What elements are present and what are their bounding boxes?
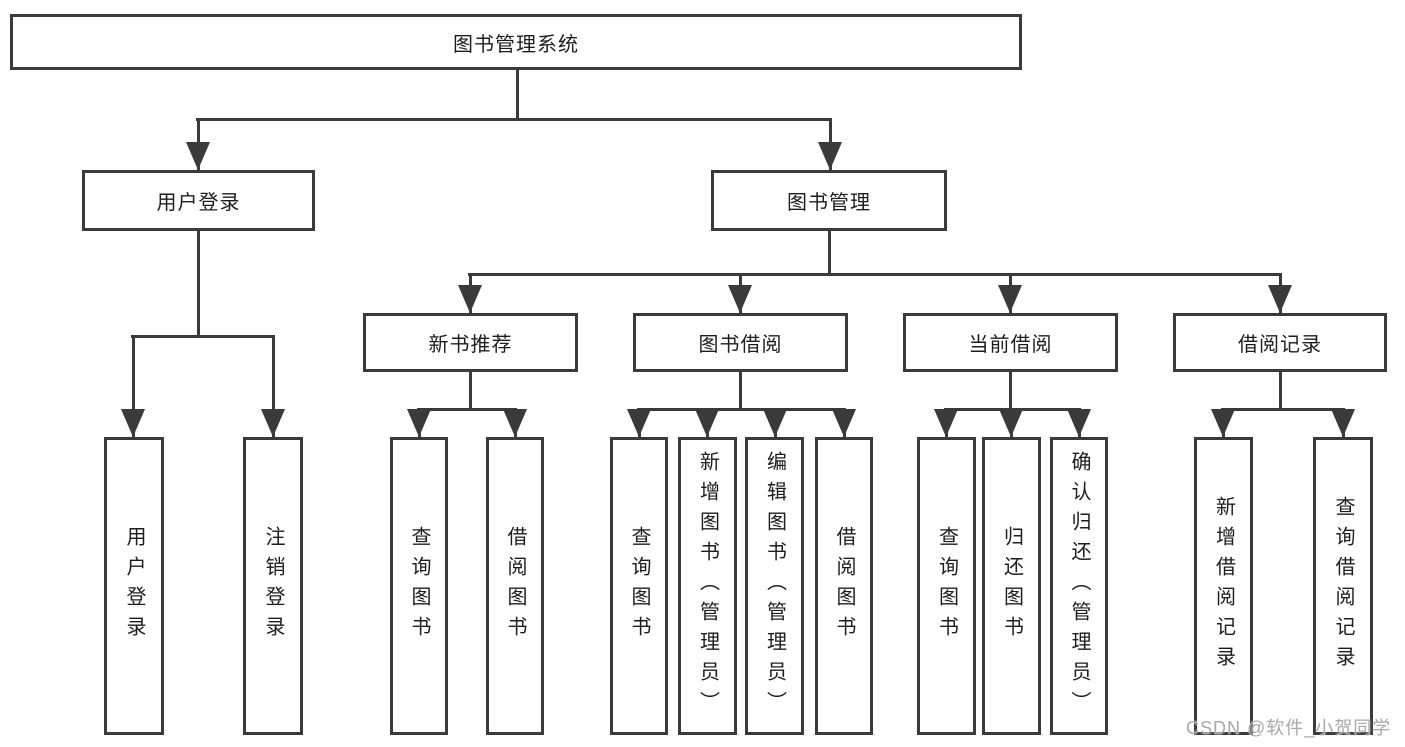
node-current-borrowing: 当前借阅 — [903, 313, 1118, 372]
arrowhead-down-icon — [728, 285, 752, 313]
leaf-current-confirm-return-admin: 确认归还（管理员） — [1050, 437, 1108, 735]
node-borrowing-records: 借阅记录 — [1173, 313, 1387, 372]
leaf-current-confirm-return-admin-label: 确认归还（管理员） — [1068, 451, 1090, 721]
connector-vline — [827, 231, 831, 276]
connector-vline — [1008, 372, 1012, 411]
connector-vline — [468, 372, 472, 411]
leaf-borrowing-edit-books-admin: 编辑图书（管理员） — [745, 437, 804, 735]
leaf-newbook-query-books-label: 查询图书 — [408, 526, 430, 646]
leaf-borrowing-add-books-admin: 新增图书（管理员） — [678, 437, 737, 735]
connector-vline — [515, 70, 519, 121]
leaf-current-query-books-label: 查询图书 — [935, 526, 958, 646]
node-new-book-recommend: 新书推荐 — [363, 313, 578, 372]
leaf-logout-login-label: 注销登录 — [262, 526, 284, 646]
leaf-newbook-borrow-books: 借阅图书 — [486, 437, 544, 735]
arrowhead-down-icon — [818, 142, 842, 170]
arrowhead-down-icon — [1211, 409, 1235, 437]
leaf-current-return-books: 归还图书 — [982, 437, 1041, 735]
connector-hline — [468, 273, 1282, 276]
arrowhead-down-icon — [407, 409, 431, 437]
arrowhead-down-icon — [121, 409, 145, 437]
watermark-text: CSDN @软件_小贺同学 — [1186, 718, 1392, 738]
leaf-current-query-books: 查询图书 — [917, 437, 976, 735]
leaf-current-return-books-label: 归还图书 — [1000, 526, 1023, 646]
connector-hline — [637, 408, 846, 411]
connector-hline — [417, 408, 517, 411]
arrowhead-down-icon — [627, 409, 651, 437]
arrowhead-down-icon — [1067, 409, 1091, 437]
arrowhead-down-icon — [1268, 285, 1292, 313]
node-library-management-system: 图书管理系统 — [10, 14, 1022, 70]
leaf-borrowing-add-books-admin-label: 新增图书（管理员） — [696, 451, 719, 721]
leaf-borrowing-query-books-label: 查询图书 — [628, 526, 650, 646]
node-book-borrowing: 图书借阅 — [633, 313, 848, 372]
arrowhead-down-icon — [503, 409, 527, 437]
connector-drop-line — [271, 335, 275, 437]
connector-vline — [196, 231, 200, 338]
arrowhead-down-icon — [186, 142, 210, 170]
connector-vline — [738, 372, 742, 411]
leaf-borrowing-borrow-books-label: 借阅图书 — [833, 526, 855, 646]
arrowhead-down-icon — [458, 285, 482, 313]
connector-hline — [131, 335, 275, 338]
arrowhead-down-icon — [998, 285, 1022, 313]
leaf-newbook-borrow-books-label: 借阅图书 — [504, 526, 526, 646]
connector-hline — [196, 118, 832, 121]
leaf-records-add-borrow-record: 新增借阅记录 — [1194, 437, 1253, 735]
arrowhead-down-icon — [832, 409, 856, 437]
arrowhead-down-icon — [261, 409, 285, 437]
connector-drop-line — [131, 335, 135, 437]
arrowhead-down-icon — [763, 409, 787, 437]
leaf-borrowing-edit-books-admin-label: 编辑图书（管理员） — [763, 451, 786, 721]
connector-hline — [1221, 408, 1345, 411]
arrowhead-down-icon — [695, 409, 719, 437]
connector-vline — [1278, 372, 1282, 411]
node-user-login: 用户登录 — [82, 170, 315, 231]
leaf-records-add-borrow-record-label: 新增借阅记录 — [1212, 496, 1235, 676]
leaf-newbook-query-books: 查询图书 — [390, 437, 448, 735]
leaf-records-query-borrow-record-label: 查询借阅记录 — [1332, 496, 1354, 676]
leaf-borrowing-borrow-books: 借阅图书 — [815, 437, 873, 735]
leaf-user-login-label: 用户登录 — [123, 526, 145, 646]
arrowhead-down-icon — [1331, 409, 1355, 437]
leaf-user-login: 用户登录 — [104, 437, 164, 735]
leaf-logout-login: 注销登录 — [243, 437, 303, 735]
node-book-management: 图书管理 — [711, 170, 947, 231]
leaf-borrowing-query-books: 查询图书 — [610, 437, 668, 735]
leaf-records-query-borrow-record: 查询借阅记录 — [1313, 437, 1373, 735]
arrowhead-down-icon — [934, 409, 958, 437]
arrowhead-down-icon — [999, 409, 1023, 437]
